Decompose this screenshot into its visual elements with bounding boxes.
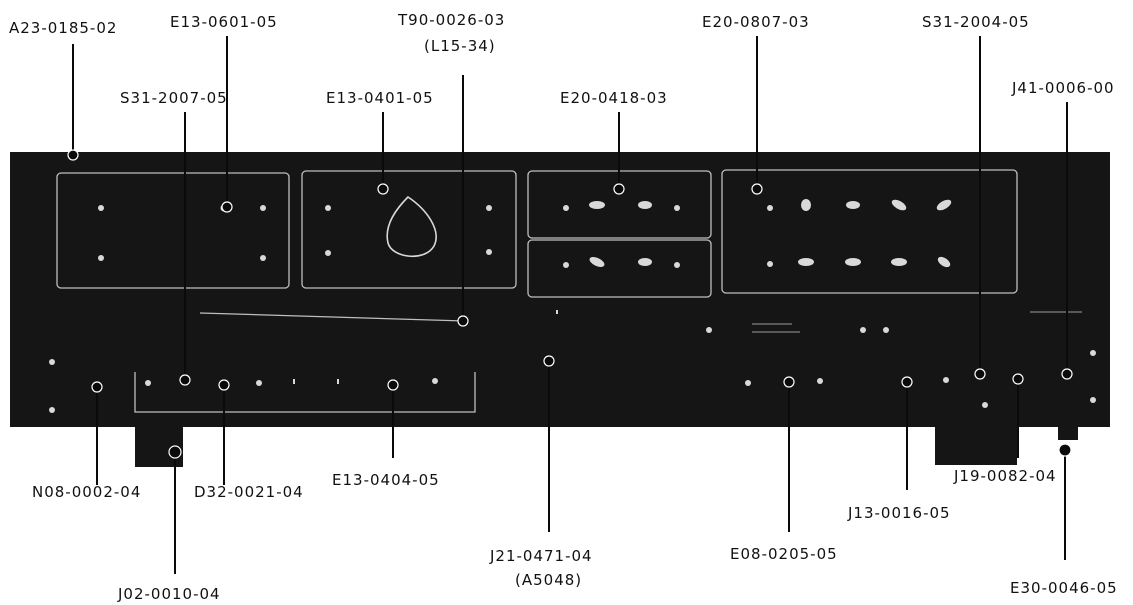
knobs <box>589 199 952 268</box>
screw <box>98 205 104 211</box>
frame-4 <box>721 169 1018 294</box>
dot-j13 <box>901 376 913 388</box>
chassis <box>10 152 1110 467</box>
foot-right <box>935 427 1017 465</box>
dot-j41 <box>1061 368 1073 380</box>
screw <box>1090 397 1096 403</box>
label-d32-0021-04: D32-0021-04 <box>194 483 304 501</box>
dot-d32 <box>218 379 230 391</box>
label-a23-0185-02: A23-0185-02 <box>9 19 118 37</box>
label-e30-0046-05: E30-0046-05 <box>1010 579 1118 597</box>
label-e20-0418-03: E20-0418-03 <box>560 89 668 107</box>
label-n08-0002-04: N08-0002-04 <box>32 483 142 501</box>
knob <box>845 258 861 266</box>
label-e13-0601-05: E13-0601-05 <box>170 13 278 31</box>
dot-t90 <box>457 315 469 327</box>
label-j21-0471-04: J21-0471-04 <box>490 547 593 565</box>
panel-frames <box>56 169 1018 413</box>
screw <box>49 359 55 365</box>
screw <box>706 327 712 333</box>
front-panel <box>10 152 1110 427</box>
screw <box>563 205 569 211</box>
screw <box>943 377 949 383</box>
label-j19-0082-04: J19-0082-04 <box>954 467 1057 485</box>
leader-dots <box>67 149 1073 459</box>
dot-j19 <box>1012 373 1024 385</box>
screw <box>883 327 889 333</box>
leader-lines <box>72 36 1068 574</box>
screw <box>767 205 773 211</box>
label-j41-0006-00: J41-0006-00 <box>1012 79 1115 97</box>
dot-e13-0401 <box>377 183 389 195</box>
label-s31-2004-05: S31-2004-05 <box>922 13 1030 31</box>
knob <box>798 258 814 266</box>
screw <box>860 327 866 333</box>
screw <box>486 205 492 211</box>
knob <box>638 258 652 266</box>
screw <box>486 249 492 255</box>
meter-teardrop <box>386 195 437 258</box>
screw <box>432 378 438 384</box>
dot-s31-2004 <box>974 368 986 380</box>
screw <box>767 261 773 267</box>
dot-j02 <box>168 445 182 459</box>
screw <box>260 205 266 211</box>
knob <box>589 257 605 267</box>
label-j21-sublabel: (A5048) <box>515 571 583 589</box>
screw <box>817 378 823 384</box>
label-e13-0401-05: E13-0401-05 <box>326 89 434 107</box>
dot-e13-0404 <box>387 379 399 391</box>
frame-3-bottom <box>527 239 712 298</box>
dot-e20-0807 <box>751 183 763 195</box>
tick <box>293 379 295 384</box>
label-e13-0404-05: E13-0404-05 <box>332 471 440 489</box>
dot-e20-0418 <box>613 183 625 195</box>
frame-2 <box>301 170 517 289</box>
label-e20-0807-03: E20-0807-03 <box>702 13 810 31</box>
knob <box>638 201 652 209</box>
screw <box>260 255 266 261</box>
right-lower-bracket <box>1058 410 1078 440</box>
tick <box>337 379 339 384</box>
label-s31-2007-05: S31-2007-05 <box>120 89 228 107</box>
screw <box>145 380 151 386</box>
panel-text-marks <box>752 311 1082 333</box>
dot-e13-0601 <box>221 201 233 213</box>
screw <box>982 402 988 408</box>
screw <box>674 205 680 211</box>
knob <box>801 199 811 211</box>
knob <box>937 256 951 268</box>
screw <box>49 407 55 413</box>
knob <box>891 258 907 266</box>
frame-1 <box>56 172 290 289</box>
seam <box>199 312 466 322</box>
knob <box>891 199 907 211</box>
label-j13-0016-05: J13-0016-05 <box>848 504 951 522</box>
knob <box>846 201 860 209</box>
screw <box>563 262 569 268</box>
screw <box>325 250 331 256</box>
dot-e08 <box>783 376 795 388</box>
knob <box>936 199 952 211</box>
dot-n08 <box>91 381 103 393</box>
knob <box>589 201 605 209</box>
dot-e30 <box>1058 443 1072 457</box>
label-t90-sublabel: (L15-34) <box>424 37 496 55</box>
dot-j21 <box>543 355 555 367</box>
screw <box>256 380 262 386</box>
screw <box>325 205 331 211</box>
label-e08-0205-05: E08-0205-05 <box>730 545 838 563</box>
dot-a23 <box>67 149 79 161</box>
screw <box>1090 350 1096 356</box>
label-t90-0026-03: T90-0026-03 <box>398 11 506 29</box>
screw <box>745 380 751 386</box>
lower-bracket <box>134 372 476 413</box>
dot-s31-2007 <box>179 374 191 386</box>
screw <box>674 262 680 268</box>
label-j02-0010-04: J02-0010-04 <box>118 585 221 603</box>
tick <box>556 310 558 314</box>
screw <box>98 255 104 261</box>
